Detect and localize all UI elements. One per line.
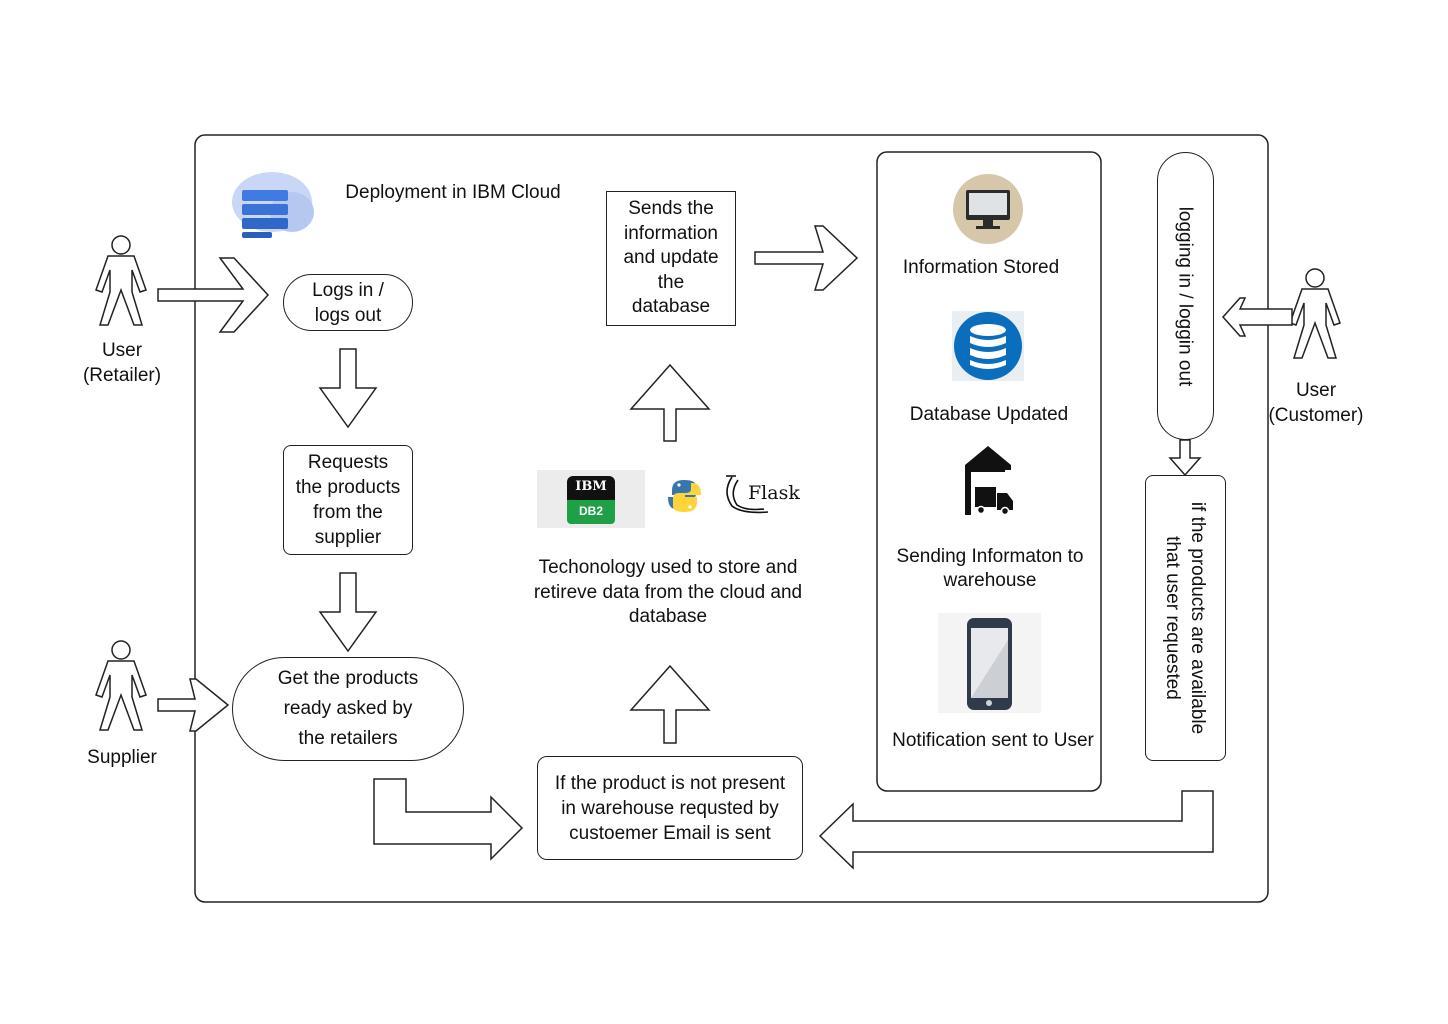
retailer-label: User (Retailer) — [82, 340, 162, 386]
db2-logo-text: DB2 — [578, 504, 603, 518]
arrow-sends-info-to-panel — [754, 225, 859, 291]
customer-login-node — [1157, 152, 1214, 440]
diagram-title: Deployment in IBM Cloud — [345, 182, 561, 203]
python-logo-icon — [668, 480, 701, 512]
login-node: Logs in / logs out — [283, 274, 413, 331]
arrow-login-to-request — [318, 348, 378, 429]
ibm-db2-logo — [537, 470, 645, 528]
arrow-customer-to-login — [1221, 297, 1293, 337]
technology-label: Techonology used to store and retireve d… — [533, 557, 803, 627]
arrow-email-to-technology — [629, 664, 711, 744]
supplier-label: Supplier — [87, 747, 157, 768]
customer-actor-icon — [1289, 268, 1341, 359]
db-updated-label: Database Updated — [909, 404, 1069, 425]
database-icon — [952, 311, 1024, 381]
get-products-node: Get the products ready asked by the reta… — [232, 657, 464, 761]
retailer-actor-icon — [95, 235, 147, 326]
arrow-request-to-get-products — [318, 572, 378, 653]
request-node: Requests the products from the supplier — [283, 445, 413, 555]
arrow-login-to-availability — [1168, 439, 1202, 477]
flask-logo-text: Flask — [748, 482, 800, 504]
email-node: If the product is not present in warehou… — [537, 756, 803, 860]
availability-label: if the products are available that user … — [1162, 501, 1208, 735]
ibm-logo-text: IBM — [575, 479, 607, 494]
arrow-technology-to-sends-info — [629, 363, 711, 442]
status-panel — [876, 151, 1102, 792]
sends-info-node: Sends the information and update the dat… — [606, 191, 736, 326]
smartphone-icon — [938, 613, 1041, 713]
supplier-actor-icon — [95, 640, 147, 731]
warehouse-truck-icon — [965, 446, 1013, 516]
sending-info-label: Sending Informaton to warehouse — [896, 546, 1084, 591]
arrow-get-products-to-email — [373, 778, 524, 861]
arrow-retailer-to-login — [157, 257, 270, 333]
flask-logo-icon — [726, 475, 769, 514]
notification-label: Notification sent to User — [892, 730, 1094, 751]
customer-label: User (Customer) — [1268, 380, 1364, 426]
ibm-cloud-container — [194, 134, 1269, 903]
arrow-supplier-to-get-products — [157, 678, 230, 732]
customer-login-label: logging in / loggin out — [1174, 206, 1196, 387]
availability-node — [1145, 475, 1226, 761]
monitor-icon — [953, 174, 1023, 244]
info-stored-label: Information Stored — [902, 257, 1060, 278]
cloud-server-icon — [232, 172, 314, 238]
arrow-availability-to-email — [818, 790, 1214, 870]
